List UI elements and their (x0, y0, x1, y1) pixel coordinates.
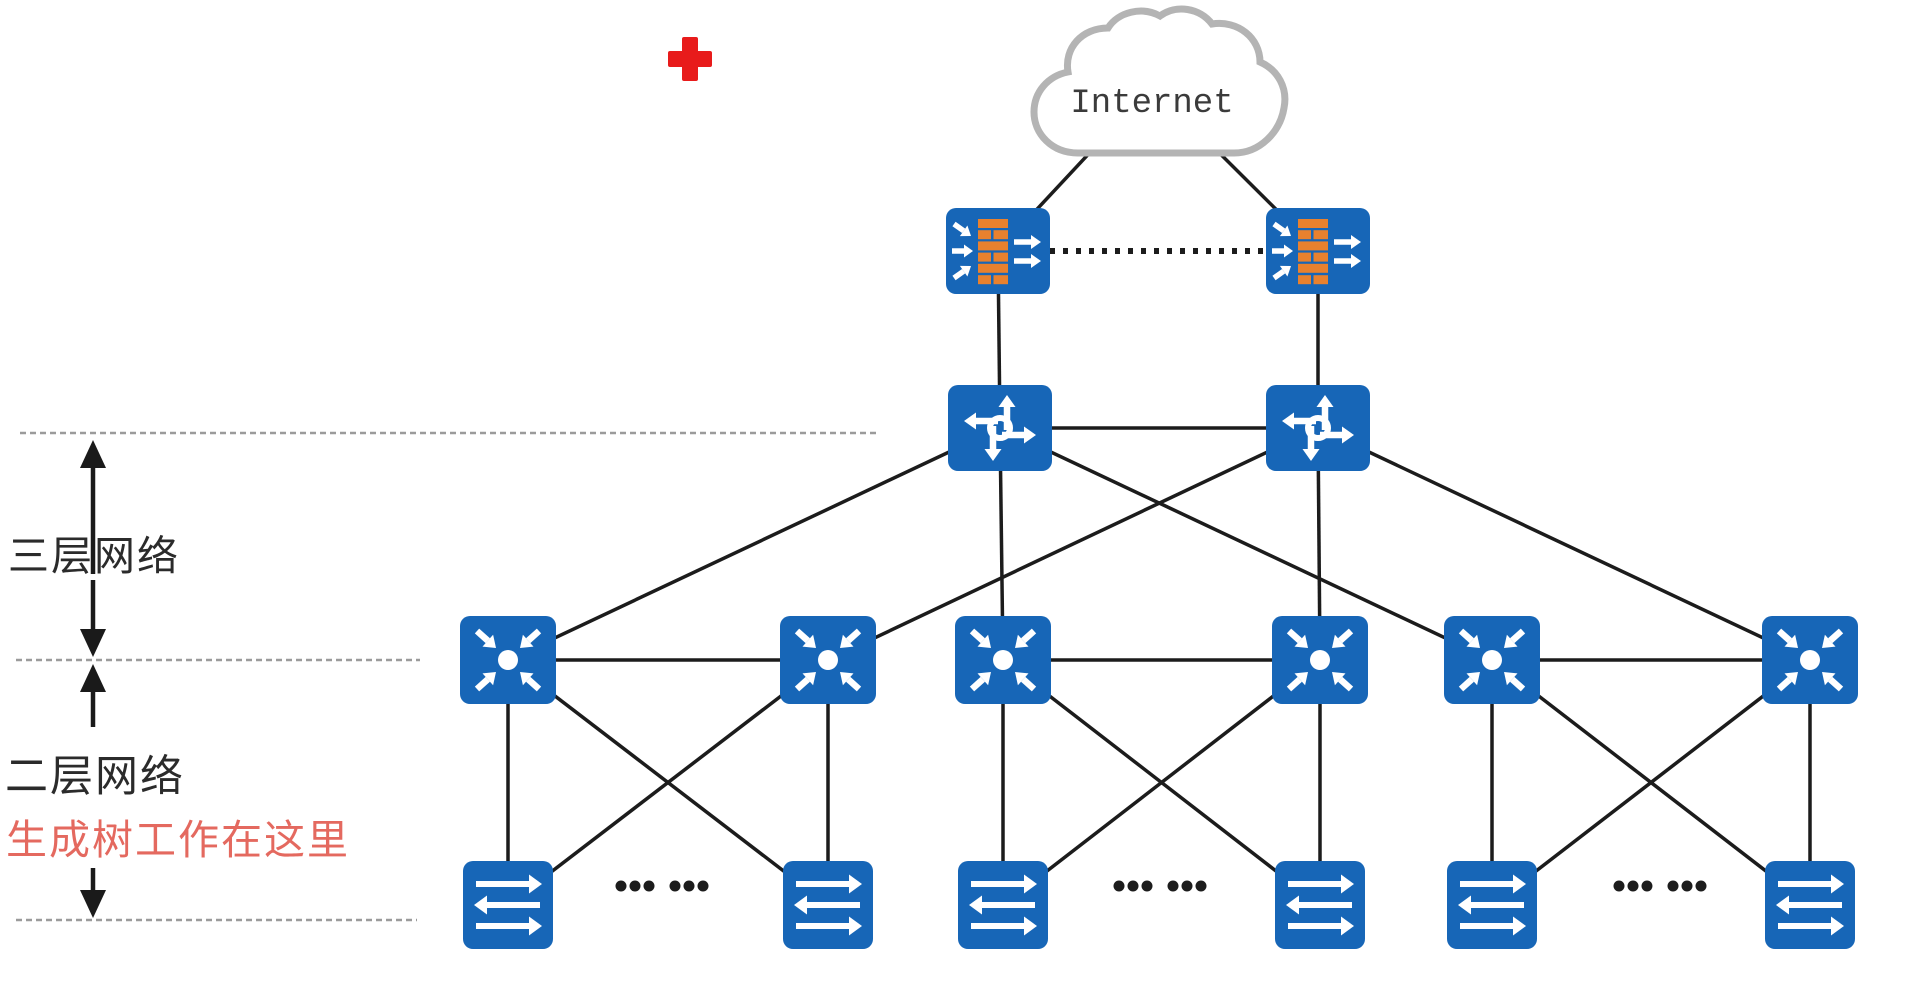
link-a2-s1 (506, 658, 830, 907)
access-switch-icon (783, 861, 873, 949)
aggregation-switch-icon (1444, 616, 1540, 704)
diagram-extras (615, 37, 1707, 892)
more-switches-ellipsis (1613, 880, 1707, 892)
firewall-icon (1266, 208, 1370, 294)
aggregation-switch-icon (955, 616, 1051, 704)
layer3-network-label: 三层网络 (8, 533, 180, 579)
cloud-icon: Internet (1030, 5, 1289, 157)
aggregation-switch-6 (1762, 616, 1858, 704)
core-router-icon (948, 385, 1052, 471)
layer-boundary-guides (16, 431, 878, 922)
access-switch-icon (1765, 861, 1855, 949)
aggregation-switch-icon (1762, 616, 1858, 704)
internet-label: Internet (1070, 85, 1233, 123)
access-switch-icon (463, 861, 553, 949)
aggregation-switch-icon (780, 616, 876, 704)
access-switch-6 (1765, 861, 1855, 949)
access-switch-icon (958, 861, 1048, 949)
more-switches-ellipsis (615, 880, 709, 892)
access-switch-icon (1275, 861, 1365, 949)
layer2-network-label: 二层网络 (5, 753, 185, 801)
link-r1-a5 (999, 426, 1493, 662)
access-switch-5 (1447, 861, 1537, 949)
cloud-outline (1030, 5, 1289, 157)
access-switch-4 (1275, 861, 1365, 949)
aggregation-switch-icon (1272, 616, 1368, 704)
link-a4-s3 (1001, 658, 1322, 907)
aggregation-switch-4 (1272, 616, 1368, 704)
layer-extent-arrow-icon (80, 868, 106, 918)
more-switches-ellipsis (1113, 880, 1207, 892)
aggregation-switch-5 (1444, 616, 1540, 704)
aggregation-switch-icon (460, 616, 556, 704)
link-r2-a6 (1317, 426, 1811, 662)
layer-extent-arrow-icon (80, 580, 106, 657)
firewall-right (1266, 208, 1370, 294)
red-cross-marker-icon (668, 37, 712, 81)
core-router-right (1266, 385, 1370, 471)
link-r2-a2 (827, 426, 1319, 662)
topology-nodes: Internet (460, 5, 1858, 949)
link-r1-a1 (507, 426, 1001, 662)
access-switch-2 (783, 861, 873, 949)
topology-edges (506, 84, 1812, 907)
access-switch-3 (958, 861, 1048, 949)
layer-extent-arrow-icon (80, 664, 106, 727)
internet-cloud: Internet (1030, 5, 1289, 157)
firewall-icon (946, 208, 1050, 294)
aggregation-switch-3 (955, 616, 1051, 704)
link-a6-s5 (1490, 658, 1812, 907)
core-router-icon (1266, 385, 1370, 471)
access-switch-1 (463, 861, 553, 949)
spanning-tree-note-label: 生成树工作在这里 (6, 817, 350, 863)
aggregation-switch-1 (460, 616, 556, 704)
firewall-left (946, 208, 1050, 294)
layer-extent-arrow-icon (80, 440, 106, 574)
aggregation-switch-2 (780, 616, 876, 704)
core-router-left (948, 385, 1052, 471)
access-switch-icon (1447, 861, 1537, 949)
